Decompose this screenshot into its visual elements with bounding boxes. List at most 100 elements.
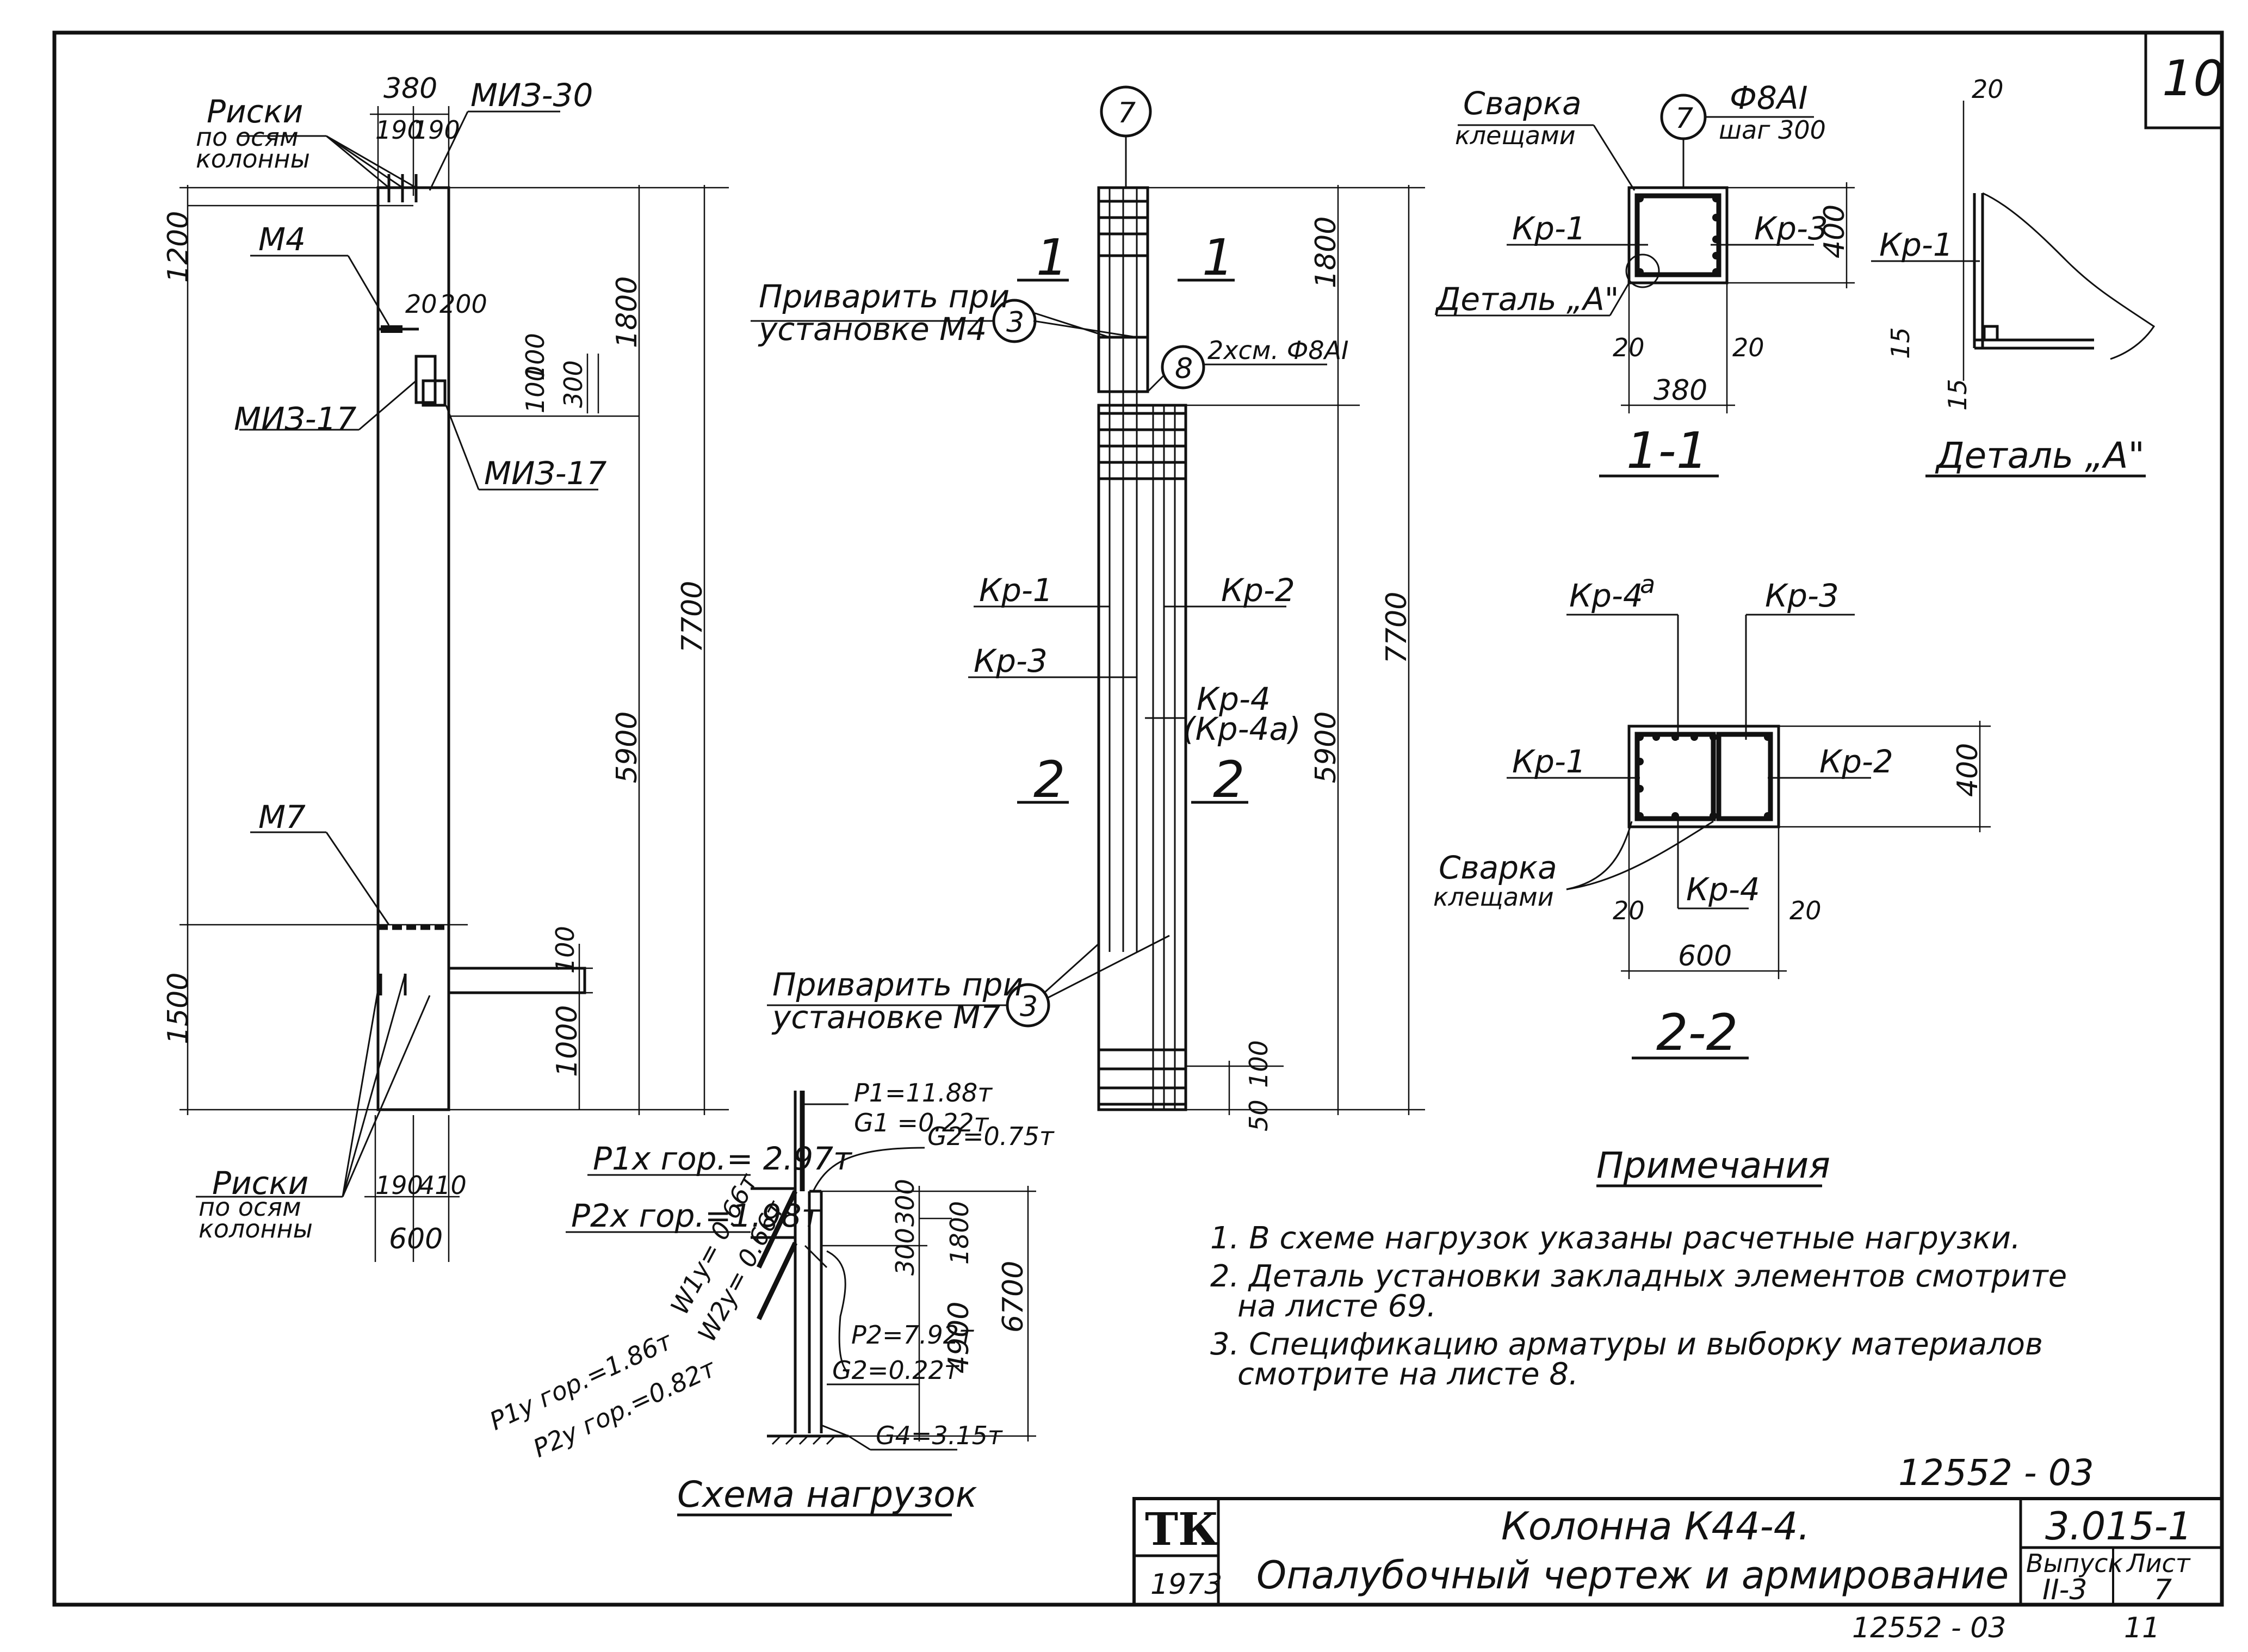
doc-code: 12552 - 03 xyxy=(1898,1452,2094,1494)
title-year: 1973 xyxy=(1150,1568,1222,1601)
note-3b: смотрите на листе 8. xyxy=(1237,1357,1578,1392)
detail-a-title: Деталь „А" xyxy=(1935,435,2145,477)
label-kr4a: (Кр-4а) xyxy=(1183,710,1301,747)
load-scheme: P1=11.88т G1 =0.22т G2=0.75т P1x гор.= 2… xyxy=(485,1078,1055,1517)
section-1-1-outline xyxy=(1627,186,1729,284)
label-miz30: МИЗ-30 xyxy=(470,77,593,114)
dim-20: 20 xyxy=(405,289,437,319)
load-dim-300b: 300 xyxy=(890,1228,920,1276)
dim-410: 410 xyxy=(419,1171,467,1200)
dim-400-s11: 400 xyxy=(1818,205,1851,258)
sheet-mark: 10 xyxy=(2162,50,2225,107)
label-detail-a: Деталь „А" xyxy=(1434,281,1619,318)
section-mark-1-right: 1 xyxy=(1202,228,1234,287)
detail-a-callout xyxy=(1625,253,1660,288)
dim-100-b: 100 xyxy=(521,366,550,413)
dim-1200: 1200 xyxy=(162,211,195,283)
label-riski-top-3: колонны xyxy=(196,144,310,174)
label-kr3: Кр-3 xyxy=(974,642,1048,679)
dim-1500: 1500 xyxy=(162,973,195,1044)
sheet-value: 7 xyxy=(2154,1574,2172,1606)
dim-190-c: 190 xyxy=(375,1171,423,1200)
section-1-1-title: 1-1 xyxy=(1626,422,1708,480)
label-kr1: Кр-1 xyxy=(979,572,1053,609)
load-p1x: P1x гор.= 2.97т xyxy=(593,1140,853,1177)
dim-7700-elev: 7700 xyxy=(676,581,709,653)
label-miz17-left: МИЗ-17 xyxy=(234,400,356,437)
label-kr4-s22: Кр-4 xyxy=(1686,871,1760,908)
dim-20b-s22: 20 xyxy=(1789,896,1822,925)
rebar-cage xyxy=(1097,404,1187,1111)
label-kr1-s11: Кр-1 xyxy=(1512,210,1586,247)
load-scheme-title: Схема нагрузок xyxy=(677,1474,977,1515)
label-riski-top: Риски xyxy=(207,93,303,130)
label-kr4a-s22-sup: а xyxy=(1640,570,1655,599)
bubble-8 xyxy=(1161,345,1205,389)
dim-100-rebar: 100 xyxy=(1244,1040,1273,1088)
dim-15a-detail: 15 xyxy=(1886,327,1915,359)
load-dim-300a: 300 xyxy=(890,1179,920,1227)
dim-300-elev: 300 xyxy=(559,360,588,408)
load-p2: P2=7.92т xyxy=(851,1320,974,1350)
elevation-view: Риски по осям колонны МИЗ-30 380 190 190… xyxy=(162,72,729,1262)
sheet-frame xyxy=(52,30,2224,1607)
label-m7: М7 xyxy=(258,799,306,836)
dim-7700-rebar: 7700 xyxy=(1380,592,1413,664)
label-kr1-s22: Кр-1 xyxy=(1512,743,1586,780)
dim-5900-elev: 5900 xyxy=(611,711,643,783)
load-dim-1800: 1800 xyxy=(945,1201,974,1265)
label-weld-s11-2: клещами xyxy=(1455,121,1576,150)
dim-20-detail: 20 xyxy=(1972,75,2004,104)
dim-5900-rebar: 5900 xyxy=(1310,711,1342,783)
label-kr4: Кр-4 xyxy=(1197,680,1271,717)
notes: Примечания 1. В схеме нагрузок указаны р… xyxy=(1210,1144,2067,1392)
note-2a: 2. Деталь установки закладных элементов … xyxy=(1210,1259,2067,1294)
dim-200: 200 xyxy=(439,289,487,319)
dim-20a-s11: 20 xyxy=(1613,333,1645,362)
load-g2: G2=0.22т xyxy=(832,1356,959,1385)
detail-a: 20 Кр-1 15 15 Деталь „А" xyxy=(1871,75,2156,478)
label-riski-bot-3: колонны xyxy=(199,1214,313,1243)
load-dim-6700: 6700 xyxy=(997,1261,1030,1333)
dim-1800-elev: 1800 xyxy=(611,276,643,348)
issue-label: Выпуск xyxy=(2026,1549,2123,1578)
sheet-mark-box xyxy=(2144,33,2222,129)
label-kr3-s11: Кр-3 xyxy=(1754,210,1828,247)
dim-380-s11: 380 xyxy=(1654,374,1707,407)
bubble-7-s11-text: 7 xyxy=(1675,102,1693,135)
dim-20b-s11: 20 xyxy=(1732,333,1764,362)
dim-600-s22: 600 xyxy=(1678,940,1732,973)
dim-600-bot: 600 xyxy=(389,1223,443,1255)
section-mark-2-left: 2 xyxy=(1033,751,1066,809)
section-1-1: 7 Ф8АI шаг 300 Сварка клещами Кр-1 Кр-3 … xyxy=(1434,79,1855,480)
label-weld-m4-2: установке М4 xyxy=(758,311,987,348)
doc-code-bottom: 12552 - 03 xyxy=(1852,1612,2006,1644)
title-line-1: Колонна К44-4. xyxy=(1501,1504,1810,1549)
load-g2-top: G2=0.75т xyxy=(927,1122,1055,1151)
label-weld-s22-1: Сварка xyxy=(1439,849,1557,886)
label-weld-m7-1: Приварить при xyxy=(772,966,1023,1003)
dim-15b-detail: 15 xyxy=(1943,379,1972,411)
section-mark-1-left: 1 xyxy=(1036,228,1068,287)
label-weld-s22-2: клещами xyxy=(1433,882,1554,912)
dim-1800-rebar: 1800 xyxy=(1310,216,1342,288)
bubble-3-lower-text: 3 xyxy=(1020,991,1038,1023)
dim-100-c: 100 xyxy=(550,926,580,974)
bubble-3-upper-text: 3 xyxy=(1006,306,1024,339)
dim-400-s22: 400 xyxy=(1952,743,1984,797)
label-kr2: Кр-2 xyxy=(1221,572,1295,609)
label-riski-top-2: по осям xyxy=(196,122,299,152)
label-8: 2хсм. Ф8АI xyxy=(1207,336,1349,365)
section-2-2: Кр-4 а Кр-3 Кр-1 Кр-2 Сварка клещами Кр-… xyxy=(1433,570,1991,1062)
label-weld-s11-1: Сварка xyxy=(1463,85,1582,122)
dim-1000: 1000 xyxy=(551,1005,584,1077)
bubble-7-text: 7 xyxy=(1118,97,1136,129)
title-block-frame xyxy=(1132,1497,2224,1606)
label-weld-m4-1: Приварить при xyxy=(759,278,1010,315)
load-g1: G1 =0.22т xyxy=(854,1108,989,1137)
series-number: 3.015-1 xyxy=(2045,1504,2192,1549)
section-2-2-outline xyxy=(1627,725,1780,828)
label-step: шаг 300 xyxy=(1719,115,1826,145)
label-riski-bot-2: по осям xyxy=(199,1192,301,1222)
